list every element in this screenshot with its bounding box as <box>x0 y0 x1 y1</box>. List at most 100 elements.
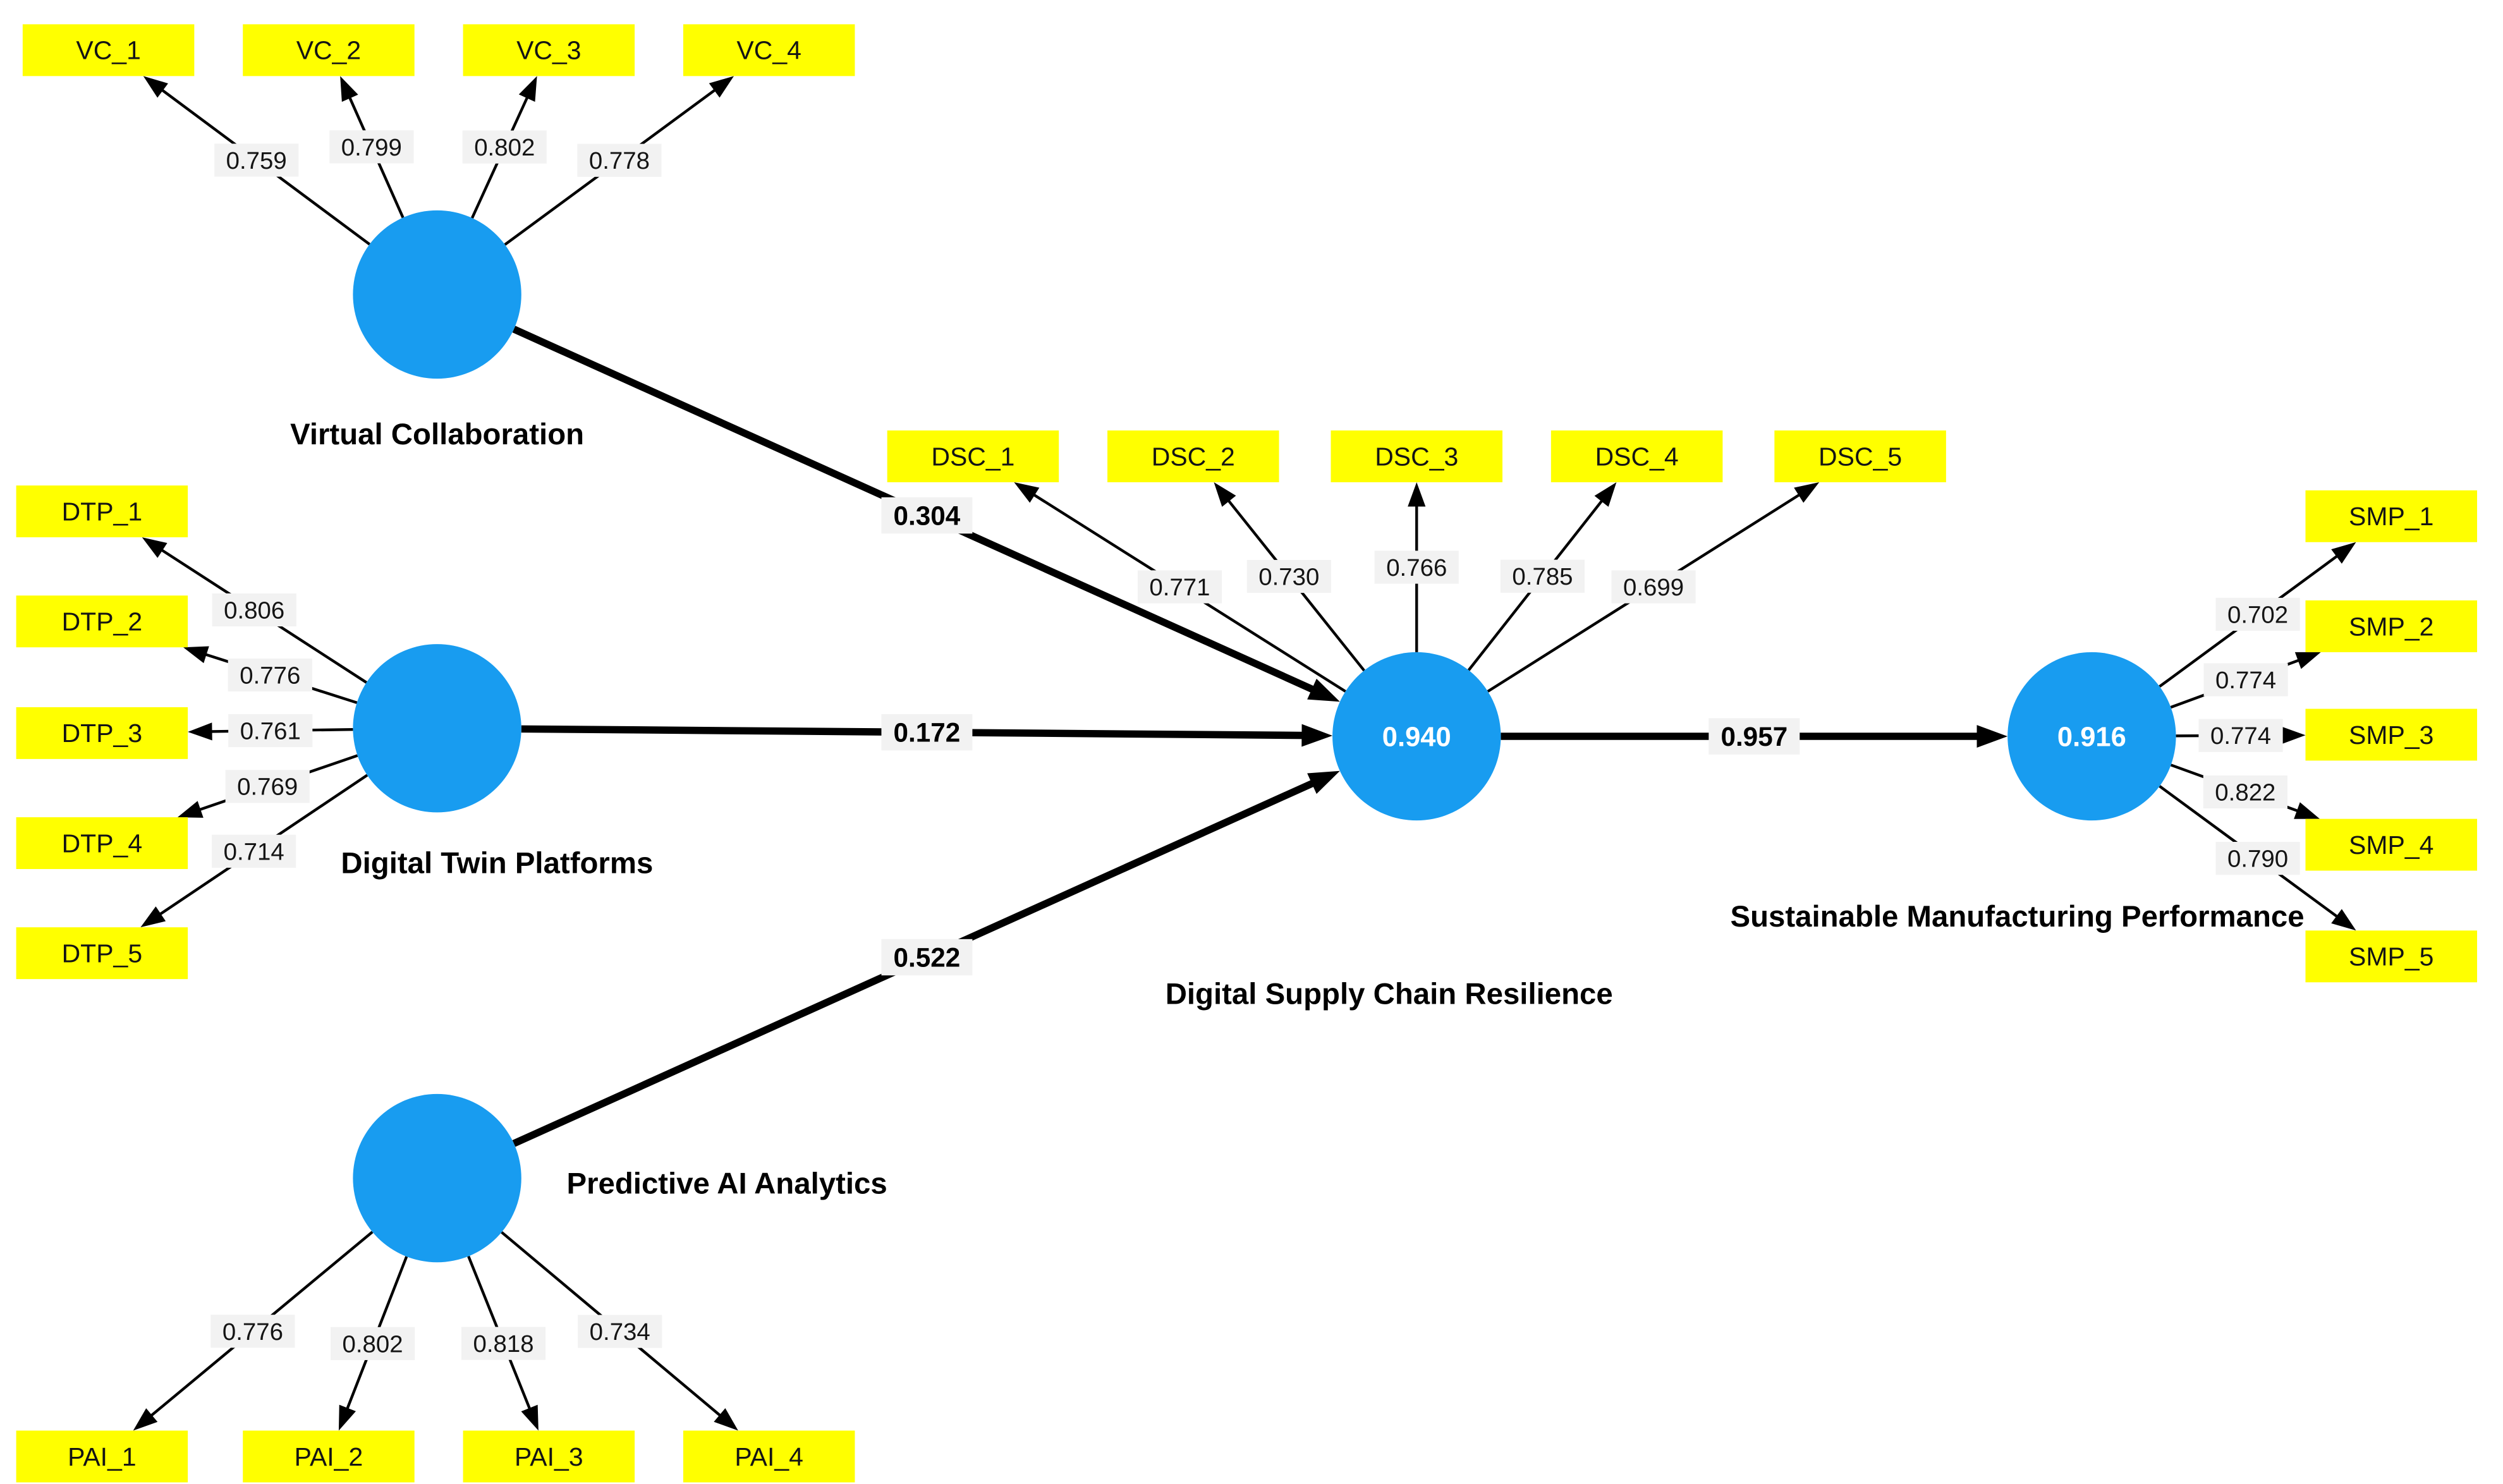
indicator-box[interactable] <box>16 485 188 538</box>
indicator-box[interactable] <box>2305 930 2478 983</box>
arrowhead <box>338 1404 356 1431</box>
indicator-box[interactable] <box>683 1430 855 1483</box>
arrowhead <box>1014 482 1040 503</box>
indicator-vc-1[interactable]: VC_1 <box>22 24 195 76</box>
label-bg <box>212 593 296 627</box>
label-text: 0.776 <box>240 662 300 689</box>
indicator-box[interactable] <box>463 1430 635 1483</box>
arrowhead <box>1408 482 1426 507</box>
label-bg <box>881 714 973 751</box>
indicator-smp-5[interactable]: SMP_5 <box>2305 930 2478 983</box>
loading-label-smp-4: 0.822 <box>2203 775 2287 809</box>
construct-r2-value: 0.940 <box>1382 722 1451 752</box>
loading-label-vc-3: 0.802 <box>462 130 547 164</box>
construct-name-label: Digital Supply Chain Resilience <box>1166 978 1613 1011</box>
indicator-box[interactable] <box>1331 430 1503 483</box>
construct-dtp[interactable] <box>353 644 521 813</box>
arrowhead <box>2281 726 2306 745</box>
label-text: 0.702 <box>2227 601 2288 628</box>
indicator-dsc-5[interactable]: DSC_5 <box>1774 430 1946 483</box>
construct-circle[interactable] <box>353 1093 521 1263</box>
indicator-vc-3[interactable]: VC_3 <box>463 24 635 76</box>
indicator-dsc-4[interactable]: DSC_4 <box>1550 430 1723 483</box>
loading-label-dsc-4: 0.785 <box>1500 559 1585 593</box>
indicator-smp-3[interactable]: SMP_3 <box>2305 709 2478 761</box>
loading-label-smp-1: 0.702 <box>2215 597 2300 631</box>
construct-name-label: Digital Twin Platforms <box>341 846 653 880</box>
indicator-box[interactable] <box>1774 430 1946 483</box>
indicator-smp-1[interactable]: SMP_1 <box>2305 490 2478 542</box>
loading-label-dsc-3: 0.766 <box>1374 550 1459 584</box>
construct-pai[interactable] <box>353 1093 521 1263</box>
indicator-dtp-4[interactable]: DTP_4 <box>16 817 188 870</box>
indicator-pai-2[interactable]: PAI_2 <box>243 1430 415 1483</box>
arrowhead <box>143 76 168 98</box>
indicator-dsc-2[interactable]: DSC_2 <box>1107 430 1279 483</box>
indicator-box[interactable] <box>16 817 188 870</box>
indicator-vc-2[interactable]: VC_2 <box>243 24 415 76</box>
indicator-pai-4[interactable]: PAI_4 <box>683 1430 855 1483</box>
arrowhead <box>714 1408 738 1431</box>
label-text: 0.730 <box>1258 563 1319 590</box>
indicator-box[interactable] <box>463 24 635 76</box>
arrowhead <box>133 1408 158 1431</box>
indicator-dtp-1[interactable]: DTP_1 <box>16 485 188 538</box>
arrowhead <box>140 906 166 928</box>
indicator-box[interactable] <box>2305 490 2478 542</box>
construct-vc[interactable] <box>353 210 521 379</box>
indicator-box[interactable] <box>243 1430 415 1483</box>
construct-circle[interactable] <box>353 644 521 813</box>
indicator-pai-3[interactable]: PAI_3 <box>463 1430 635 1483</box>
construct-circle[interactable] <box>1332 652 1501 821</box>
label-text: 0.822 <box>2215 779 2275 806</box>
indicator-box[interactable] <box>16 707 188 759</box>
indicator-vc-4[interactable]: VC_4 <box>683 24 855 76</box>
construct-name-label: Predictive AI Analytics <box>566 1167 887 1200</box>
indicator-label: DTP_3 <box>62 719 143 748</box>
indicator-pai-1[interactable]: PAI_1 <box>16 1430 188 1483</box>
label-bg <box>2215 597 2300 631</box>
indicator-smp-2[interactable]: SMP_2 <box>2305 600 2478 652</box>
arrowhead <box>2331 542 2356 564</box>
indicator-box[interactable] <box>16 927 188 980</box>
indicator-box[interactable] <box>887 430 1059 483</box>
indicator-box[interactable] <box>22 24 195 76</box>
label-text: 0.802 <box>343 1330 403 1358</box>
construct-smp[interactable]: 0.916 <box>2007 652 2176 821</box>
indicator-label: DSC_3 <box>1375 442 1458 471</box>
arrowhead <box>1307 770 1340 794</box>
indicator-box[interactable] <box>683 24 855 76</box>
indicator-box[interactable] <box>1550 430 1723 483</box>
indicator-smp-4[interactable]: SMP_4 <box>2305 818 2478 871</box>
indicator-box[interactable] <box>2305 709 2478 761</box>
construct-circle[interactable] <box>353 210 521 379</box>
indicator-box[interactable] <box>16 1430 188 1483</box>
indicator-dsc-3[interactable]: DSC_3 <box>1331 430 1503 483</box>
indicator-dtp-2[interactable]: DTP_2 <box>16 595 188 648</box>
indicator-label: VC_4 <box>736 36 801 65</box>
construct-circle[interactable] <box>2007 652 2176 821</box>
construct-dsc[interactable]: 0.940 <box>1332 652 1501 821</box>
indicator-box[interactable] <box>16 595 188 648</box>
indicator-label: DSC_5 <box>1818 442 1902 471</box>
label-bg <box>2215 841 2300 875</box>
arrowhead <box>2294 802 2320 819</box>
indicator-box[interactable] <box>2305 818 2478 871</box>
indicator-box[interactable] <box>243 24 415 76</box>
indicator-dsc-1[interactable]: DSC_1 <box>887 430 1059 483</box>
loading-label-dsc-1: 0.771 <box>1137 570 1222 604</box>
indicator-dtp-5[interactable]: DTP_5 <box>16 927 188 980</box>
indicator-box[interactable] <box>2305 600 2478 652</box>
indicator-label: VC_3 <box>516 36 582 65</box>
nodes-layer: VC_1 VC_2 VC_3 VC_4DTP_1DTP_2DTP_3DTP_4DTP_… <box>16 24 2478 1483</box>
label-text: 0.769 <box>237 774 298 801</box>
arrowhead <box>1301 724 1333 747</box>
indicator-dtp-3[interactable]: DTP_3 <box>16 707 188 759</box>
loading-label-dtp-4: 0.769 <box>225 770 310 803</box>
loading-label-pai-1: 0.776 <box>210 1315 295 1348</box>
construct-name-label: Virtual Collaboration <box>290 418 584 451</box>
label-bg <box>578 1315 662 1348</box>
indicator-box[interactable] <box>1107 430 1279 483</box>
